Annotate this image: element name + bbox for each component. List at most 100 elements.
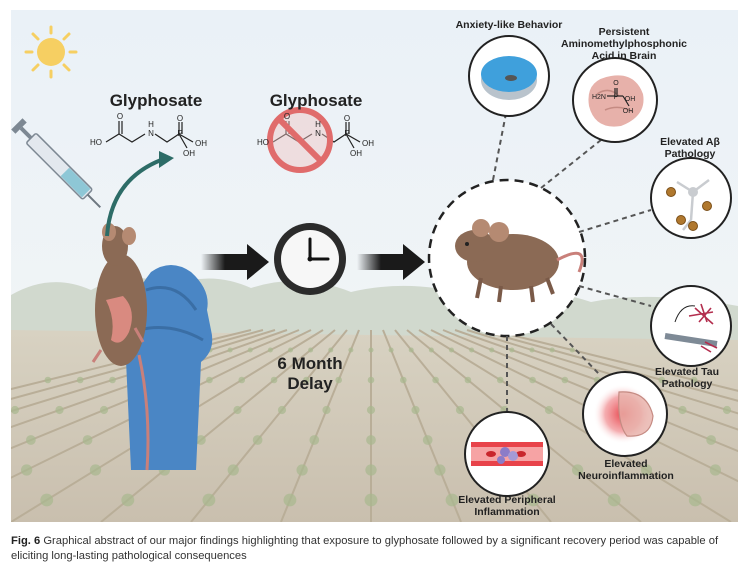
crop-plant (26, 435, 36, 445)
syringe-icon (11, 118, 102, 209)
crop-plant (227, 347, 233, 353)
crop-plant (233, 405, 242, 415)
crop-plant (335, 376, 342, 384)
atom-p-ampa: P (613, 94, 619, 101)
crop-plant (89, 464, 102, 476)
atom-o-r: O (283, 112, 291, 121)
atom-p-r: P (344, 129, 350, 138)
crop-plant (455, 405, 465, 415)
crop-plant (529, 347, 535, 353)
crop-row (466, 329, 738, 415)
crop-row (100, 329, 336, 522)
crop-plant (571, 464, 584, 476)
crop-plant (544, 405, 554, 415)
crop-plant (365, 464, 377, 476)
crop-row (11, 329, 312, 479)
crop-plant (432, 376, 439, 384)
crop-plant (569, 347, 575, 353)
crop-plant (561, 376, 569, 384)
crop-row (478, 329, 738, 402)
crop-plant (238, 376, 246, 384)
neuroinflammation-brain-icon (582, 371, 668, 457)
crop-plant (82, 435, 93, 445)
crop-plant (529, 376, 536, 384)
crop-plant (55, 405, 64, 415)
crop-plant (296, 464, 308, 476)
crop-plant (121, 493, 135, 507)
graphical-abstract: Glyphosate Glyphosate HO O N H P O OH OH… (11, 10, 738, 522)
crop-plant (408, 347, 414, 353)
crop-plant (99, 405, 109, 415)
atom-ho-r: HO (257, 138, 269, 147)
tau-label: Elevated Tau Pathology (655, 366, 719, 391)
clock-icon (274, 223, 346, 295)
crop-row (490, 329, 738, 392)
crop-plant (445, 493, 459, 507)
crop-plant (366, 405, 376, 415)
figure-caption: Fig. 6 Graphical abstract of our major f… (11, 534, 738, 564)
atom-oh: OH (195, 139, 207, 148)
delay-label: 6 Month Delay (277, 354, 343, 393)
crop-plant (322, 405, 331, 415)
mouse-icon (455, 219, 584, 303)
caption-label: Fig. 6 (11, 535, 41, 547)
crop-plant (526, 493, 540, 507)
crop-plant (252, 435, 263, 445)
atom-oh2: OH (183, 149, 195, 158)
crop-plant (44, 376, 52, 384)
atom-h-r: H (315, 120, 321, 129)
glyphosate-label-left: Glyphosate (109, 91, 203, 110)
atom-p: P (177, 129, 183, 138)
crop-plant (308, 347, 314, 353)
atom-oh-r: OH (362, 139, 374, 148)
atom-o-ampa: O (613, 80, 619, 87)
abstract-canvas (11, 10, 738, 522)
atom-o: O (116, 112, 124, 121)
crop-plant (489, 347, 495, 353)
crop-plant (422, 435, 433, 445)
crop-row (382, 329, 462, 522)
atom-h: H (148, 120, 154, 129)
tau-fibril-icon (650, 285, 732, 367)
crop-plant (202, 493, 216, 507)
anxiety-label: Anxiety-like Behavior (455, 19, 563, 31)
crop-plant (11, 405, 20, 415)
crop-plant (709, 464, 722, 476)
crop-plant (267, 347, 273, 353)
crop-plant (287, 347, 294, 353)
crop-plant (448, 347, 455, 353)
crop-plant (400, 376, 407, 384)
glyphosate-label-right: Glyphosate (269, 91, 363, 110)
atom-n: N (148, 129, 154, 138)
crop-plant (76, 376, 84, 384)
crop-plant (658, 376, 666, 384)
connectors (492, 97, 652, 414)
crop-plant (348, 347, 354, 353)
crop-plant (368, 347, 374, 353)
crop-plant (283, 493, 297, 507)
crop-plant (367, 376, 375, 384)
crop-row (11, 329, 300, 450)
neuron-icon (650, 157, 732, 239)
atom-h2n: H2N (591, 94, 606, 101)
neuroinflammation-label: Elevated Neuroinflammation (578, 458, 674, 483)
arrow-to-clock (201, 244, 269, 280)
crop-plant (688, 493, 702, 507)
crop-row (442, 329, 738, 453)
atom-oh2-ampa: OH (622, 108, 634, 115)
crop-plant (366, 435, 376, 445)
sun-icon (24, 25, 78, 79)
crop-plant (277, 405, 287, 415)
crop-plant (364, 493, 378, 507)
crop-plant (196, 435, 206, 445)
crop-plant (464, 376, 472, 384)
crop-plant (607, 493, 621, 507)
crop-plant (40, 493, 54, 507)
arrow-to-mouse (357, 244, 425, 280)
crop-plant (109, 376, 116, 384)
crop-plant (469, 347, 475, 353)
atom-n-r: N (315, 129, 321, 138)
abeta-label: Elevated Aβ Pathology (660, 136, 720, 161)
crop-plant (509, 347, 515, 353)
atom-ho: HO (90, 138, 102, 147)
